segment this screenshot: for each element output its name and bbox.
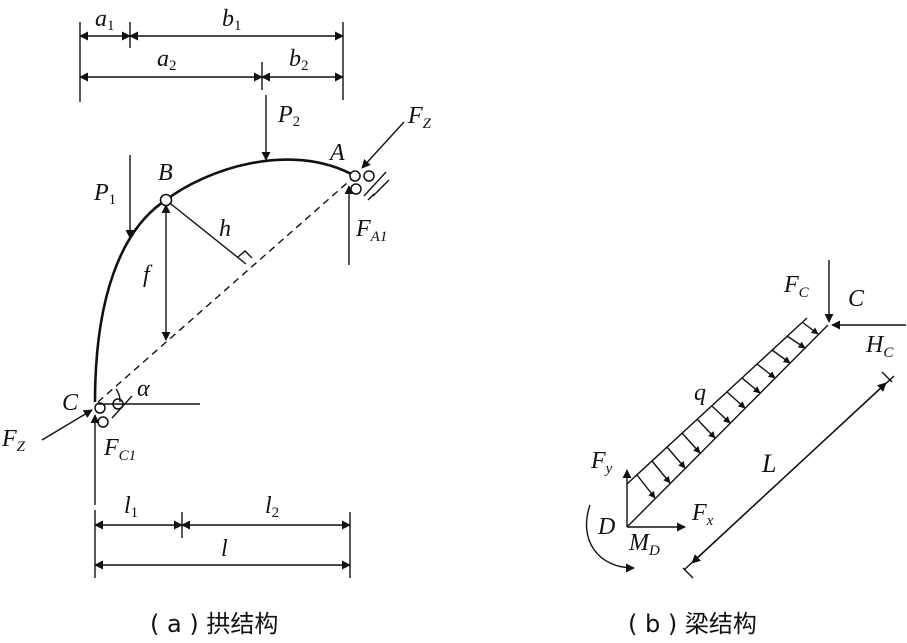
reaction-c-label: FC1 bbox=[103, 435, 136, 464]
point-b-label: B bbox=[158, 160, 173, 186]
dim-a2-label: a2 bbox=[157, 46, 177, 74]
load-p1-label: P1 bbox=[93, 180, 116, 208]
top-dimensions: a1 b1 a2 b2 bbox=[79, 6, 344, 102]
force-fc-label: FC bbox=[783, 272, 810, 301]
point-c-label: C bbox=[62, 390, 79, 416]
force-fz-a-arrow bbox=[361, 121, 405, 169]
length-l-tick-low bbox=[682, 567, 694, 579]
span-l2-label: l2 bbox=[265, 493, 279, 521]
force-fz-c-label: FZ bbox=[1, 426, 26, 455]
caption-a: ( a ) 拱结构 bbox=[150, 610, 278, 638]
caption-b: ( b ) 梁结构 bbox=[628, 610, 757, 638]
beam-structure: q FC C HC L Fy Fx D MD ( b ) 梁结构 bbox=[585, 260, 906, 638]
reaction-a-label: FA1 bbox=[355, 216, 387, 245]
dim-b1-label: b1 bbox=[222, 6, 242, 34]
span-l1-label: l1 bbox=[124, 493, 138, 521]
load-p2-label: P2 bbox=[277, 102, 300, 130]
moment-md-label: MD bbox=[628, 530, 660, 559]
span-l-label: l bbox=[221, 536, 228, 562]
load-q-label: q bbox=[694, 380, 706, 406]
force-fy-label: Fy bbox=[590, 448, 613, 477]
point-a-label: A bbox=[328, 140, 345, 166]
force-hc-label: HC bbox=[865, 332, 894, 361]
right-angle-mark bbox=[237, 250, 253, 259]
length-l-arrow bbox=[691, 382, 887, 564]
height-h-line bbox=[165, 199, 247, 265]
rise-f-label: f bbox=[143, 262, 153, 288]
moment-md-arrow bbox=[585, 504, 635, 573]
chord-dashed-line bbox=[97, 175, 356, 403]
force-fz-c-arrow bbox=[41, 409, 93, 441]
force-fx-label: Fx bbox=[691, 500, 714, 529]
length-l-label: L bbox=[761, 449, 776, 478]
point-c-beam-label: C bbox=[848, 286, 865, 312]
point-d-label: D bbox=[597, 514, 615, 540]
angle-arc bbox=[115, 388, 121, 403]
length-l-tick-high bbox=[881, 371, 893, 383]
arch-curve bbox=[93, 158, 356, 403]
height-h-label: h bbox=[219, 216, 231, 242]
beam-line bbox=[626, 324, 829, 528]
bottom-dimensions: l1 l2 l bbox=[94, 493, 351, 578]
hinge-b-icon bbox=[159, 193, 173, 207]
support-a-icon bbox=[349, 170, 390, 201]
angle-alpha-label: α bbox=[137, 376, 150, 402]
load-envelope-line bbox=[626, 317, 808, 485]
dim-a1-label: a1 bbox=[95, 6, 115, 34]
force-fz-a-label: FZ bbox=[407, 103, 432, 132]
arch-structure: a1 b1 a2 b2 P2 P1 h f B bbox=[1, 6, 432, 638]
dim-b2-label: b2 bbox=[289, 46, 309, 74]
